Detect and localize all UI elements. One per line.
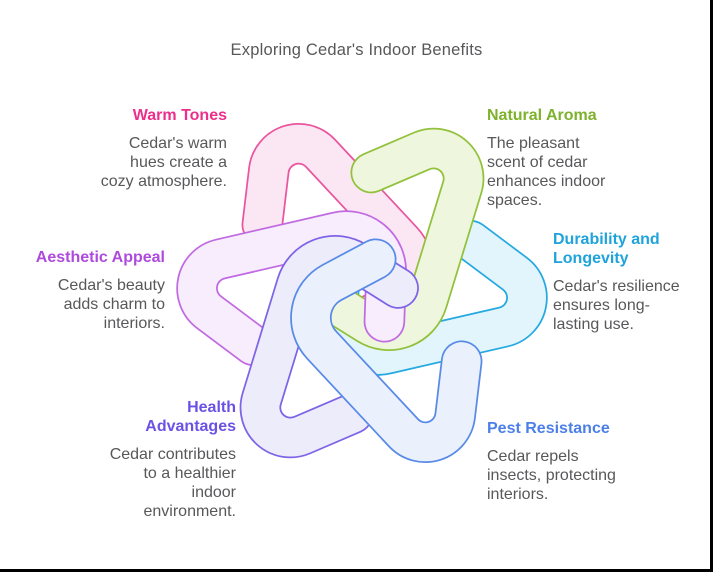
benefit-natural-aroma: Natural Aroma The pleasant scent of ceda… (487, 106, 647, 210)
benefit-label: Pest Resistance (487, 420, 610, 437)
benefit-description: Cedar's warm hues create a cozy atmosphe… (100, 135, 227, 190)
petal-health-advantages (239, 235, 419, 459)
benefit-label: Natural Aroma (487, 107, 597, 124)
cedar-knot-figure (176, 123, 548, 463)
petal-durability-and-longevity (317, 220, 548, 376)
petal-pest-resistance (290, 238, 483, 463)
benefit-pest-resistance: Pest Resistance Cedar repels insects, pr… (487, 419, 647, 504)
benefit-label: Durability and Longevity (553, 231, 660, 267)
benefit-description: The pleasant scent of cedar enhances ind… (487, 135, 606, 209)
benefit-aesthetic-appeal: Aesthetic Appeal Cedar's beauty adds cha… (5, 248, 165, 333)
benefit-description: Cedar contributes to a healthier indoor … (109, 446, 236, 520)
benefit-description: Cedar's beauty adds charm to interiors. (57, 277, 165, 332)
benefit-label: Health Advantages (145, 399, 236, 435)
benefit-durability-and-longevity: Durability and Longevity Cedar's resilie… (553, 230, 693, 334)
benefit-description: Cedar's resilience ensures long- lasting… (553, 278, 680, 333)
benefit-label: Aesthetic Appeal (35, 249, 165, 266)
benefit-description: Cedar repels insects, protecting interio… (487, 448, 616, 503)
page-title: Exploring Cedar's Indoor Benefits (230, 41, 483, 59)
benefit-health-advantages: Health Advantages Cedar contributes to a… (66, 398, 236, 521)
benefit-label: Warm Tones (132, 107, 227, 124)
benefit-warm-tones: Warm Tones Cedar's warm hues create a co… (57, 106, 227, 191)
